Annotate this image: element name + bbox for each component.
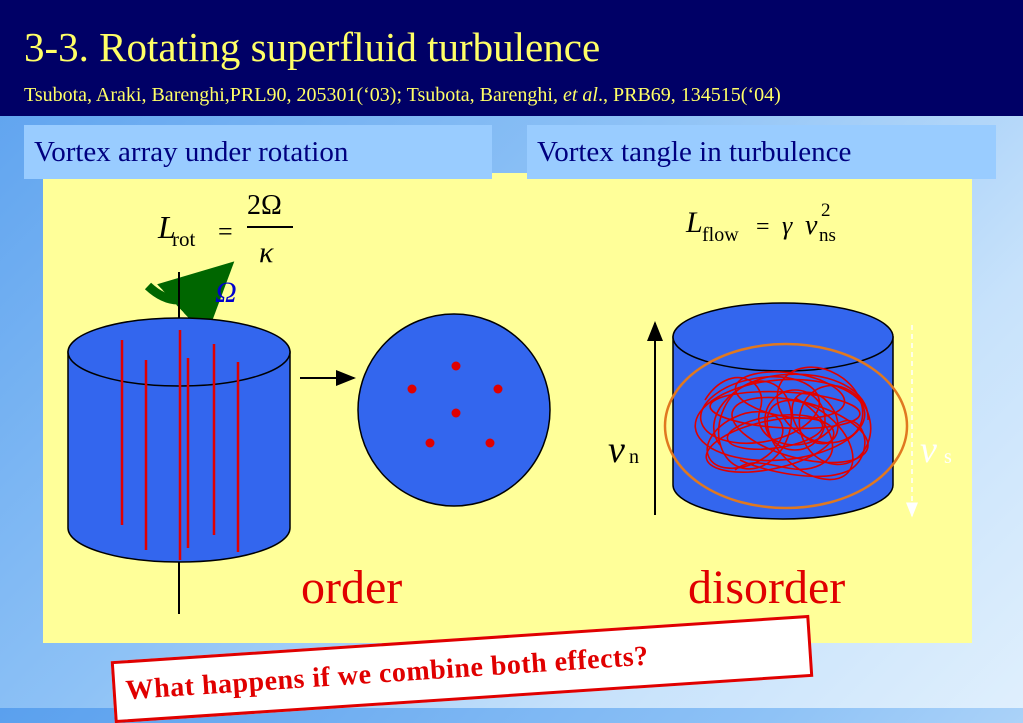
disorder-label: disorder — [688, 561, 845, 614]
formula-rot-symbol: L — [157, 209, 176, 245]
slide-title: 3-3. Rotating superfluid turbulence — [24, 24, 601, 70]
formula-rotation: L rot = 2Ω κ — [157, 190, 293, 269]
omega-label: Ω — [215, 276, 237, 309]
citation-part2: ., PRB69, 134515(‘04) — [597, 84, 781, 106]
formula-flow-equals: = — [756, 214, 770, 240]
vn-label: v — [608, 429, 625, 471]
formula-flow-subscript2: ns — [819, 225, 836, 246]
vn-subscript: n — [629, 446, 639, 468]
formula-flow-gamma: γ — [782, 211, 793, 240]
formula-rot-subscript: rot — [172, 227, 195, 251]
turbulent-cylinder — [663, 302, 909, 520]
order-label: order — [301, 561, 402, 614]
flow-ring — [663, 342, 909, 510]
formula-flow-symbol: L — [685, 206, 703, 239]
formula-flow-v: v — [805, 210, 818, 241]
formula-rot-equals: = — [218, 217, 233, 246]
vs-subscript: s — [944, 446, 952, 468]
title-bar: 3-3. Rotating superfluid turbulence Tsub… — [0, 0, 1023, 116]
formula-flow-subscript: flow — [702, 224, 739, 246]
formula-flow-superscript: 2 — [821, 200, 831, 221]
physics-diagram: L rot = 2Ω κ Ω L flow = — [67, 190, 952, 614]
citation-etal: et al — [562, 84, 598, 106]
vortex-tangle-label: Vortex tangle in turbulence — [527, 125, 996, 179]
formula-rot-numerator: 2Ω — [247, 190, 282, 221]
citation-part1: Tsubota, Araki, Barenghi,PRL90, 205301(‘… — [24, 84, 563, 106]
formula-flow: L flow = γ v 2 ns — [685, 200, 836, 246]
formula-rot-denominator: κ — [259, 236, 274, 269]
vortex-array-label: Vortex array under rotation — [24, 125, 492, 179]
citation: Tsubota, Araki, Barenghi,PRL90, 205301(‘… — [24, 82, 781, 108]
vs-label: v — [920, 429, 937, 471]
cross-section — [357, 313, 551, 507]
rotating-cylinder — [67, 317, 291, 563]
vortex-tangle — [694, 366, 872, 481]
